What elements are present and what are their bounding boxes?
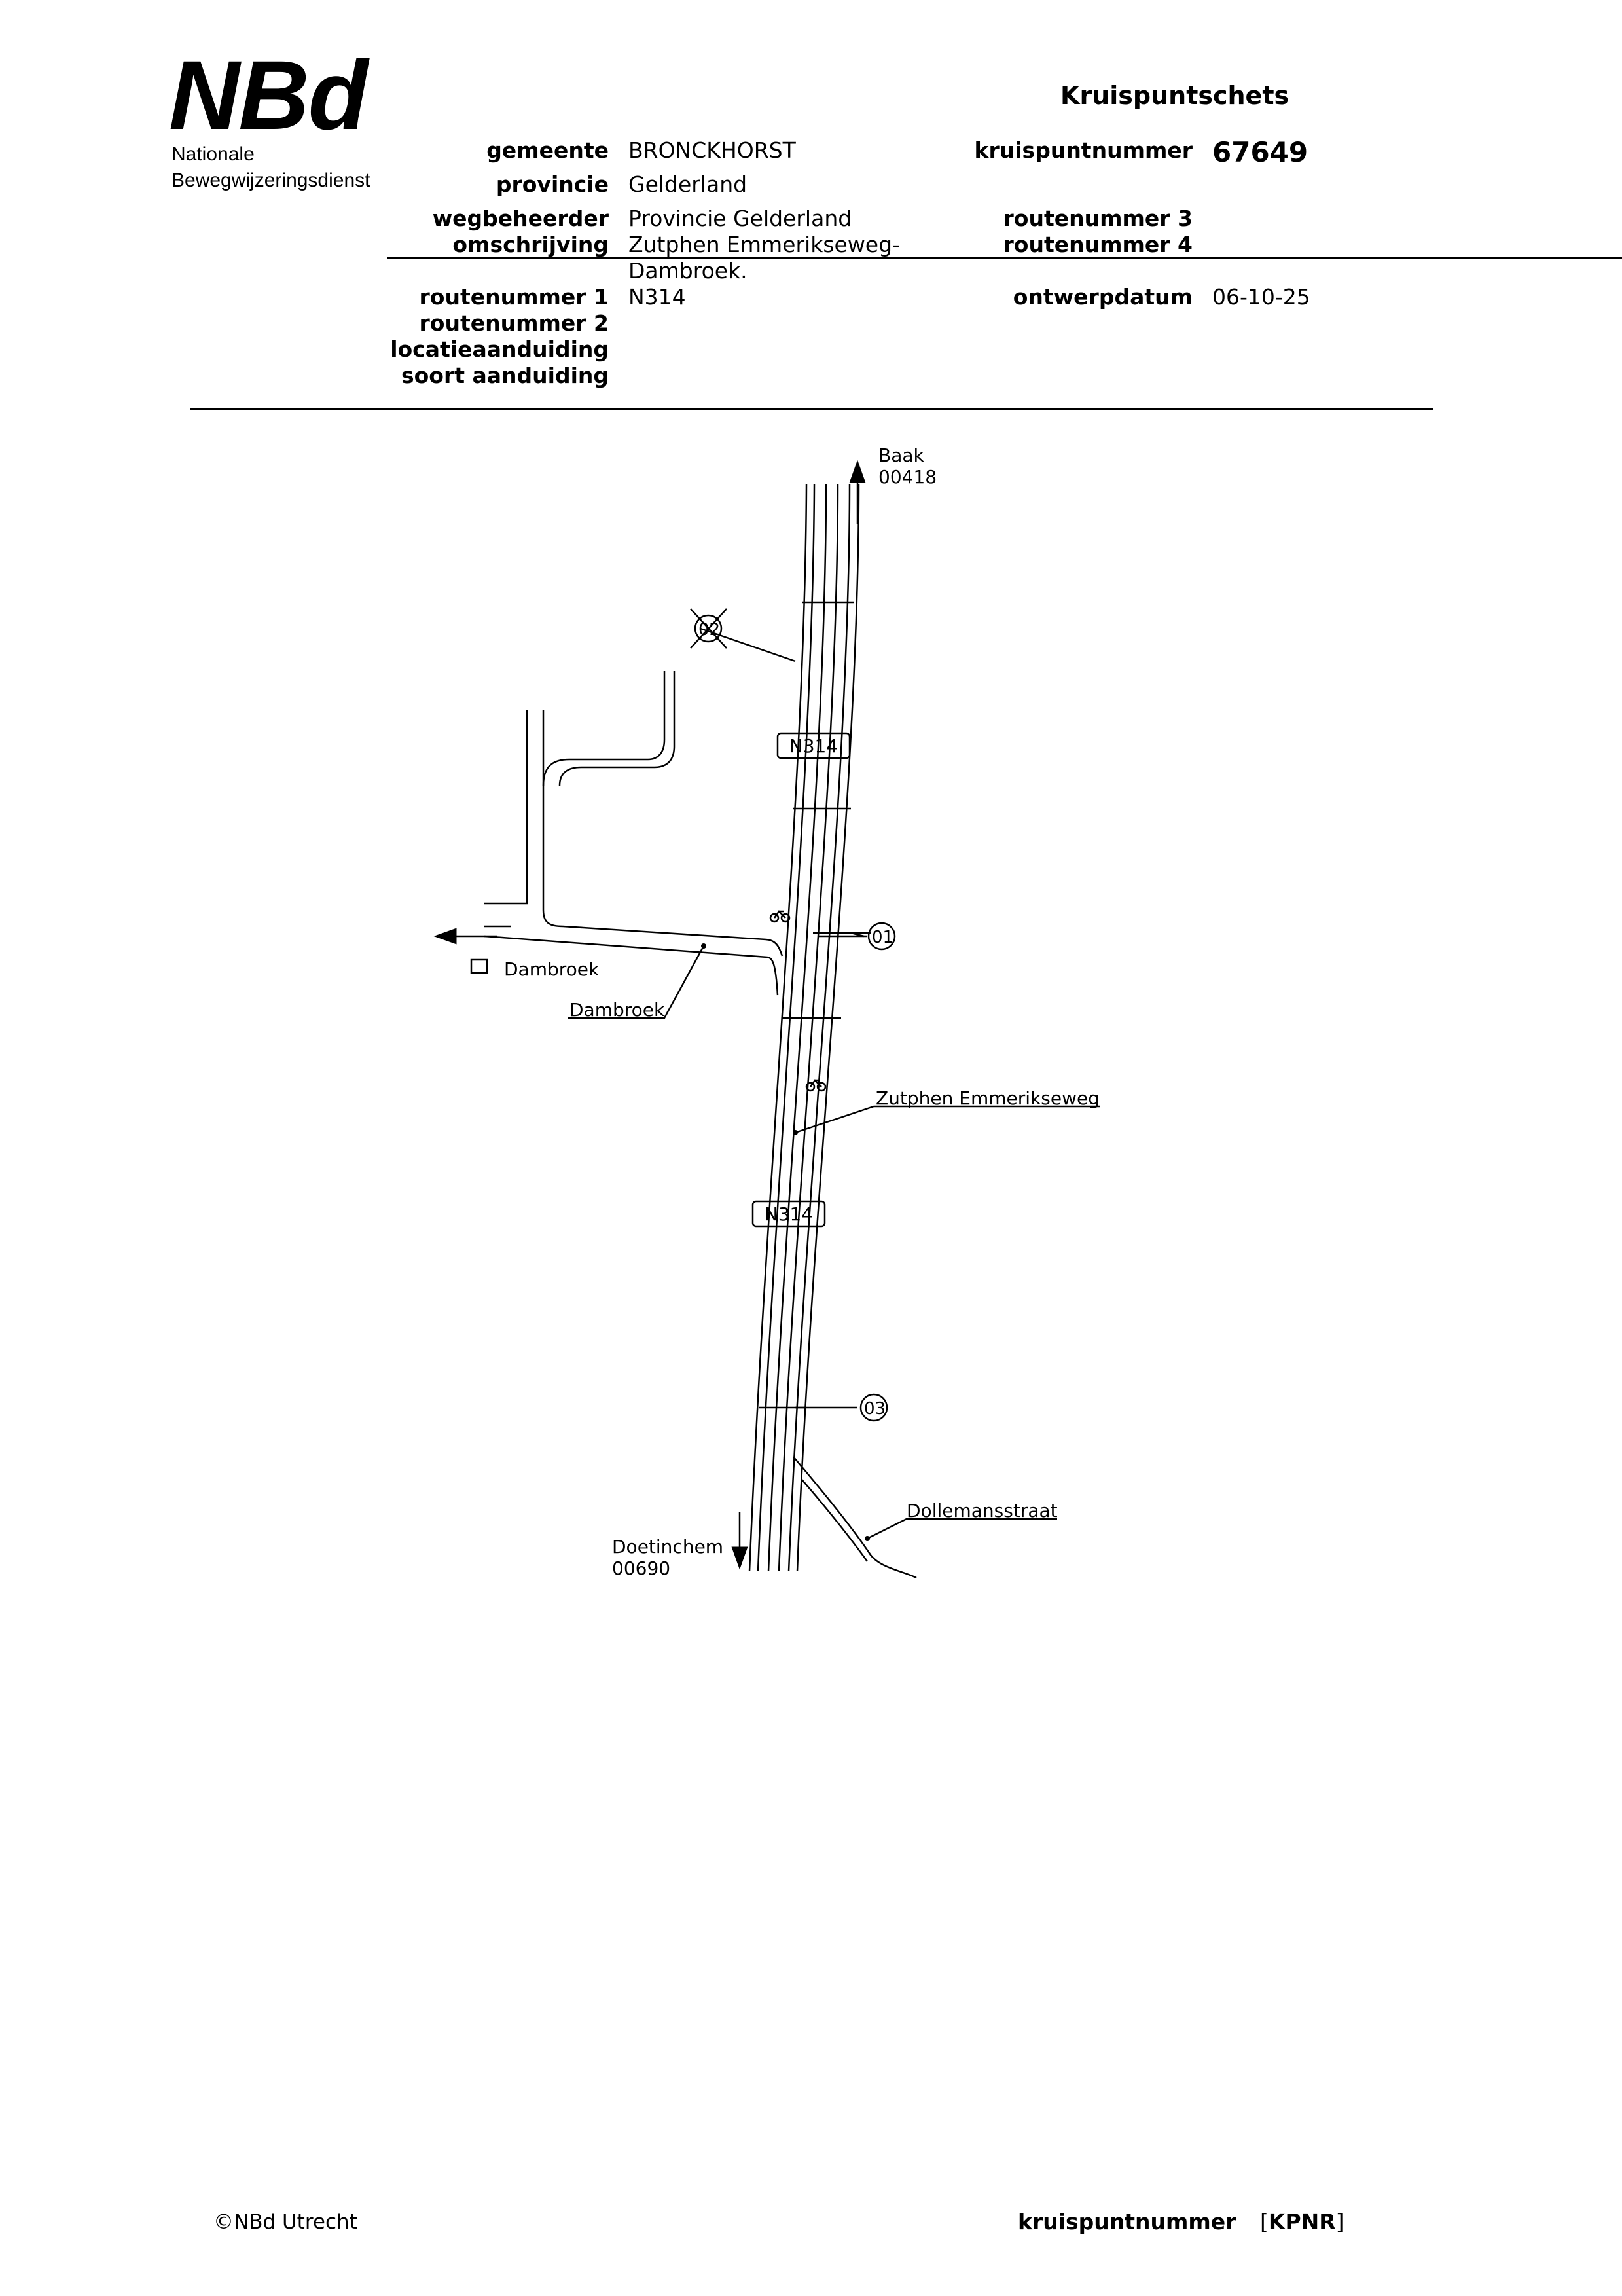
bicycle-icon xyxy=(769,910,791,923)
kruispuntnummer-label: kruispuntnummer xyxy=(974,137,1193,163)
marker-01-circle xyxy=(867,922,896,951)
provincie-label: provincie xyxy=(496,172,609,197)
footer-kruispuntnummer-label: kruispuntnummer xyxy=(1018,2209,1236,2234)
marker-03-circle xyxy=(859,1393,888,1422)
dambroek-road xyxy=(484,671,784,996)
routenummer-1-value: N314 xyxy=(628,284,686,310)
logo-subtitle-line-1: Nationale xyxy=(171,143,255,165)
document-title: Kruispuntschets xyxy=(1060,81,1289,110)
routenummer-1-label: routenummer 1 xyxy=(419,284,609,310)
south-code: 00690 xyxy=(612,1558,670,1579)
omschrijving-label: omschrijving xyxy=(452,232,609,257)
n314-shield-south-label: N314 xyxy=(765,1203,813,1225)
header-divider xyxy=(387,257,1622,259)
west-destination: Dambroek xyxy=(504,958,600,980)
omschrijving-value-line-2: Dambroek. xyxy=(628,258,748,283)
leader-dambroek xyxy=(568,945,705,1019)
dollemansstraat-road xyxy=(793,1456,917,1579)
locatieaanduiding-label: locatieaanduiding xyxy=(390,337,609,362)
south-destination: Doetinchem xyxy=(612,1536,723,1558)
bicycle-icon xyxy=(805,1079,827,1092)
soort-aanduiding-label: soort aanduiding xyxy=(401,363,609,388)
road-label-dambroek: Dambroek xyxy=(569,999,665,1021)
footer-kpnr: [KPNR] xyxy=(1260,2209,1344,2234)
n314-shield-south xyxy=(751,1200,826,1228)
marker-02-label: 02 xyxy=(698,620,720,640)
footer-copyright: ©NBd Utrecht xyxy=(213,2210,357,2234)
leader-dollemansstraat xyxy=(867,1518,1057,1540)
village-pictogram-icon xyxy=(470,958,488,974)
wegbeheerder-label: wegbeheerder xyxy=(432,206,609,231)
provincie-value: Gelderland xyxy=(628,172,748,197)
north-code: 00418 xyxy=(878,466,937,488)
routenummer-2-label: routenummer 2 xyxy=(419,310,609,336)
omschrijving-value-line-1: Zutphen Emmerikseweg- xyxy=(628,232,900,257)
routenummer-4-label: routenummer 4 xyxy=(1003,232,1193,257)
north-destination: Baak xyxy=(878,445,925,466)
marker-01-label: 01 xyxy=(872,928,893,947)
gemeente-label: gemeente xyxy=(486,137,609,163)
leader-02 xyxy=(700,627,796,663)
header-bottom-rule xyxy=(190,408,1433,410)
marker-03-label: 03 xyxy=(864,1399,886,1419)
road-label-zutphen-emmerikseweg: Zutphen Emmerikseweg xyxy=(876,1087,1100,1109)
wegbeheerder-value: Provincie Gelderland xyxy=(628,206,852,231)
n314-shield-north xyxy=(776,732,851,759)
main-road-lines xyxy=(748,484,860,1572)
n314-shield-north-label: N314 xyxy=(789,735,838,757)
kruispuntnummer-value: 67649 xyxy=(1212,136,1308,168)
leader-main-road xyxy=(795,1105,1100,1134)
ontwerpdatum-label: ontwerpdatum xyxy=(1013,284,1193,310)
ontwerpdatum-value: 06-10-25 xyxy=(1212,284,1310,310)
gemeente-value: BRONCKHORST xyxy=(628,137,796,163)
logo-subtitle-line-2: Bewegwijzeringsdienst xyxy=(171,170,370,191)
routenummer-3-label: routenummer 3 xyxy=(1003,206,1193,231)
marker-02-circle xyxy=(694,614,723,643)
logo-subtitle: Nationale Bewegwijzeringsdienst xyxy=(171,141,370,194)
road-label-dollemansstraat: Dollemansstraat xyxy=(907,1500,1058,1522)
nbd-logo: NBd xyxy=(169,40,368,150)
